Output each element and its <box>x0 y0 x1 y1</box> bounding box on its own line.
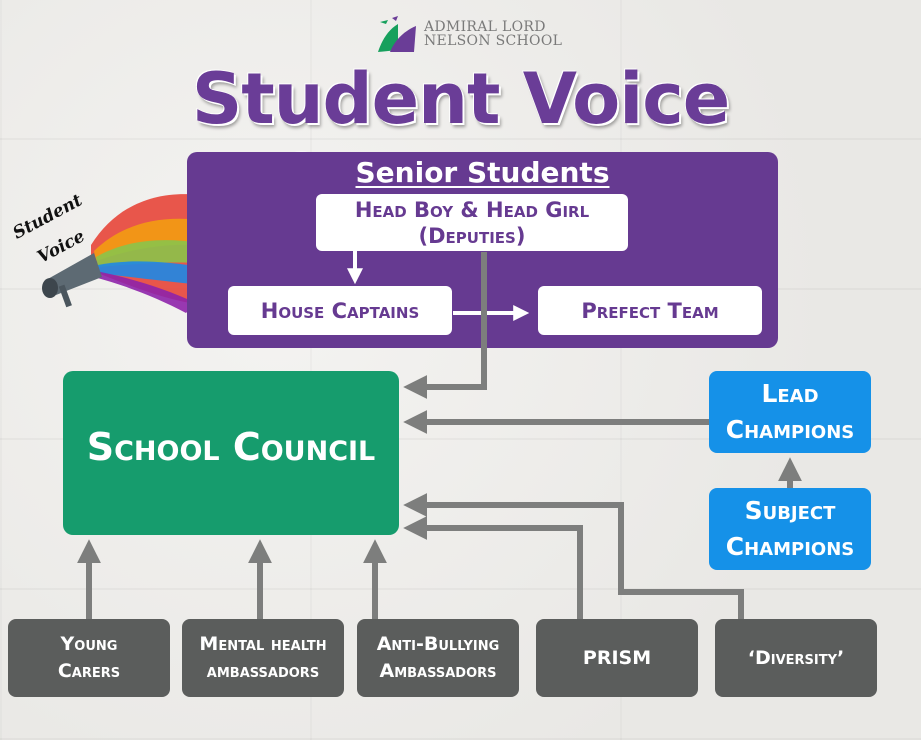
subject-champions-label: Champions <box>725 532 855 561</box>
subject-label: Subject <box>744 496 836 525</box>
group-label-1: Anti-Bullying <box>376 633 500 655</box>
logo-line-1: ADMIRAL LORD <box>424 19 546 35</box>
young-carers-box[interactable]: Young Carers <box>8 619 170 697</box>
group-label-2: Ambassadors <box>379 660 497 682</box>
senior-students-panel: Senior Students Head Boy & Head Girl (De… <box>187 152 778 348</box>
lead-label: Lead <box>761 379 819 408</box>
house-captains-box[interactable]: House Captains <box>228 286 452 335</box>
group-label-1: PRISM <box>582 646 652 669</box>
deputies-label: (Deputies) <box>418 223 526 248</box>
logo-line-2: NELSON SCHOOL <box>424 33 563 49</box>
diversity-box[interactable]: ‘Diversity’ <box>715 619 877 697</box>
group-label-1: ‘Diversity’ <box>747 646 845 669</box>
sail-logo-icon <box>378 16 416 52</box>
subject-champions-box[interactable]: Subject Champions <box>709 488 871 570</box>
megaphone-splash-icon <box>42 194 201 313</box>
prism-box[interactable]: PRISM <box>536 619 698 697</box>
mental-health-ambassadors-box[interactable]: Mental health ambassadors <box>182 619 344 697</box>
school-council-box[interactable]: School Council <box>63 371 399 535</box>
senior-students-title: Senior Students <box>355 156 610 189</box>
lead-champions-label: Champions <box>725 415 855 444</box>
group-label-1: Young <box>60 633 118 655</box>
prefect-team-box[interactable]: Prefect Team <box>538 286 762 335</box>
school-logo: ADMIRAL LORD NELSON SCHOOL <box>376 12 562 56</box>
group-label-2: ambassadors <box>206 660 320 682</box>
group-label-1: Mental health <box>199 633 327 655</box>
student-voice-badge: Student Voice <box>6 185 206 320</box>
anti-bullying-ambassadors-box[interactable]: Anti-Bullying Ambassadors <box>357 619 519 697</box>
head-boy-head-girl-label: Head Boy & Head Girl <box>354 197 590 222</box>
lead-champions-box[interactable]: Lead Champions <box>709 371 871 453</box>
head-boy-head-girl-box[interactable]: Head Boy & Head Girl (Deputies) <box>316 194 628 251</box>
group-label-2: Carers <box>57 660 121 682</box>
